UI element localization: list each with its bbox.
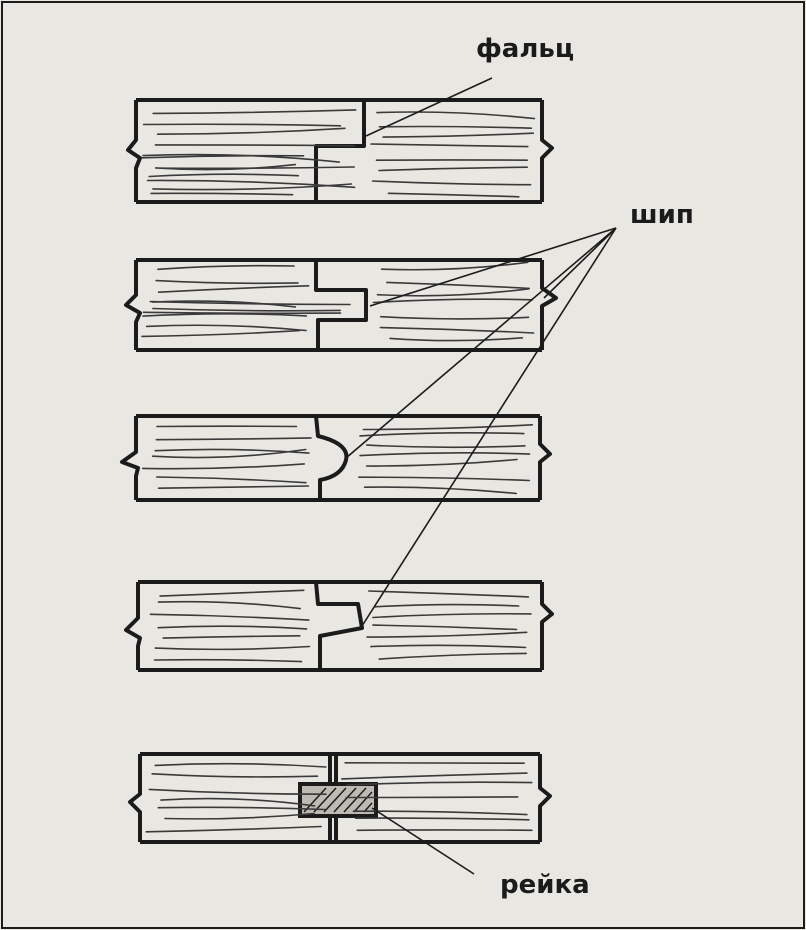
grain-stroke [354,817,530,821]
grain-stroke [149,300,351,306]
board-slat-joint [128,752,552,844]
grain-stroke [370,644,527,649]
leader-tenon-2 [543,227,617,299]
grain-stroke [142,311,342,315]
grain-stroke [372,612,532,619]
grain-stroke [359,452,531,457]
grain-stroke [389,337,524,342]
grain-stroke [352,810,528,816]
grain-stroke [151,448,307,459]
grain-stroke [155,279,299,285]
grain-stroke [157,806,326,811]
grain-stroke [368,590,530,598]
grain-stroke [152,307,341,312]
grain-stroke [157,625,308,630]
grain-stroke [162,635,301,639]
grain-stroke [148,788,327,796]
grain-stroke [142,123,342,127]
grain-stroke [157,264,295,271]
board-rebate-joint [126,98,554,204]
grain-stroke [386,281,530,290]
grain-stroke [378,125,533,129]
grain-stroke [358,476,531,482]
grain-stroke [376,288,530,297]
grain-stroke [156,476,307,484]
grain-stroke [378,652,527,660]
grain-stroke [145,324,307,332]
grain-stroke [160,797,316,807]
grain-stroke [380,261,529,271]
board-stepped-tenon-joint [124,258,558,352]
grain-stroke [157,600,301,610]
grain-stroke [155,437,312,441]
grain-stroke [157,485,310,489]
grain-stroke [151,773,319,778]
grain-stroke [141,463,305,470]
grain-stroke [345,781,533,786]
grain-stroke [362,424,534,431]
leader-lines [345,77,617,875]
grain-stroke [153,658,303,663]
label-tenon: шип [630,200,694,230]
grain-stroke [141,154,305,159]
grain-stroke [154,144,356,147]
leader-slat [371,807,475,875]
grain-stroke [380,315,530,320]
grain-stroke [372,624,518,631]
grain-stroke [366,444,526,449]
grain-stroke [365,458,518,467]
grain-stroke [141,329,301,338]
grain-stroke [149,613,310,621]
grain-stroke [341,772,528,780]
grain-stroke [154,163,297,171]
leader-tenon-1 [369,227,617,307]
grain-stroke [345,796,519,799]
grain-stroke [371,180,532,186]
grain-stroke [379,326,535,334]
leader-tenon-3 [345,227,617,459]
label-rebate: фальц [476,34,575,64]
leader-tenon-4 [361,227,617,627]
grain-stroke [152,109,357,115]
label-slat: рейка [500,870,590,900]
grain-stroke [164,812,315,820]
grain-stroke [154,645,311,651]
grain-stroke [382,132,535,138]
grain-stroke [157,285,310,293]
board-round-tenon-joint [120,414,552,502]
grain-stroke [150,192,294,196]
grain-stroke [387,192,520,198]
grain-stroke [156,127,346,135]
grain-stroke [154,762,327,768]
grain-stroke [370,143,529,148]
grain-stroke [374,603,520,608]
grain-stroke [366,631,528,638]
grain-stroke [363,486,518,495]
grain-stroke [145,825,322,833]
grain-stroke [152,183,353,191]
board-tapered-tenon-joint [124,580,554,672]
grain-stroke [148,173,300,178]
grain-stroke [159,589,305,597]
grain-stroke [376,111,536,120]
wood-grain [141,109,536,833]
grain-stroke [359,431,525,437]
leader-rebate [365,77,493,137]
grain-stroke [378,166,528,172]
grain-stroke [142,313,308,317]
grain-stroke [372,298,534,304]
